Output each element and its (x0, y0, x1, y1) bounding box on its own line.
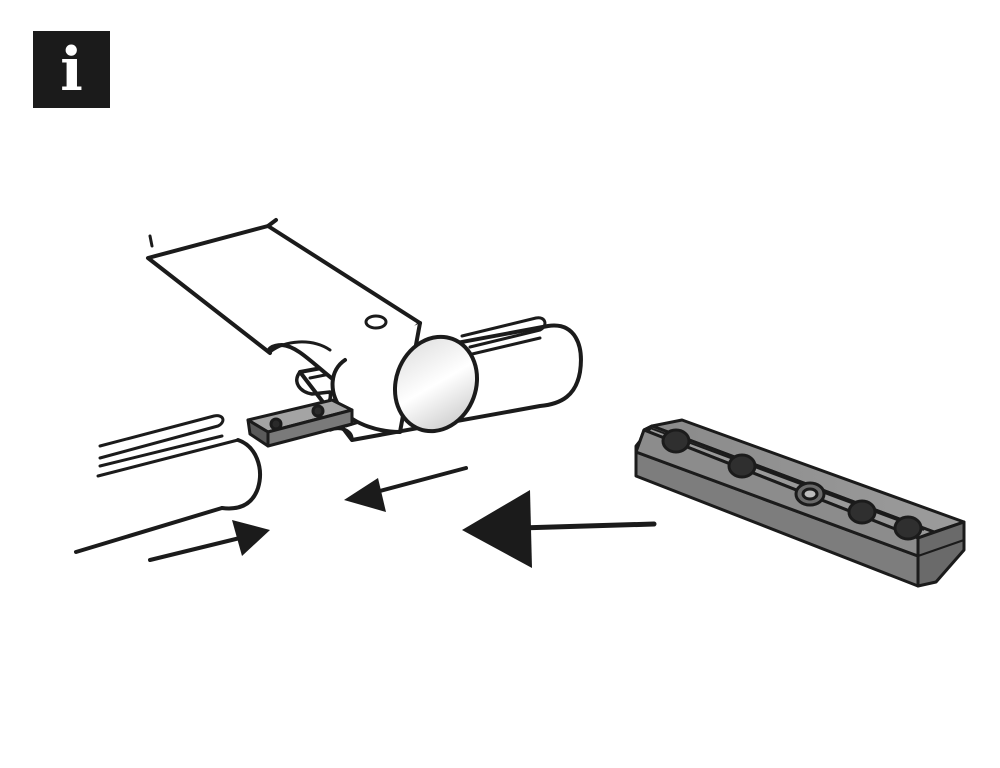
arrow-left-small (344, 466, 468, 512)
large-connector-plate (634, 418, 966, 588)
info-icon: i (33, 31, 110, 108)
arrow-left-large (462, 490, 657, 568)
left-rail (74, 414, 263, 554)
plate-holes (661, 428, 923, 541)
arrow-right (148, 520, 270, 562)
info-glyph: i (60, 34, 83, 105)
small-connector-plate (246, 398, 354, 448)
